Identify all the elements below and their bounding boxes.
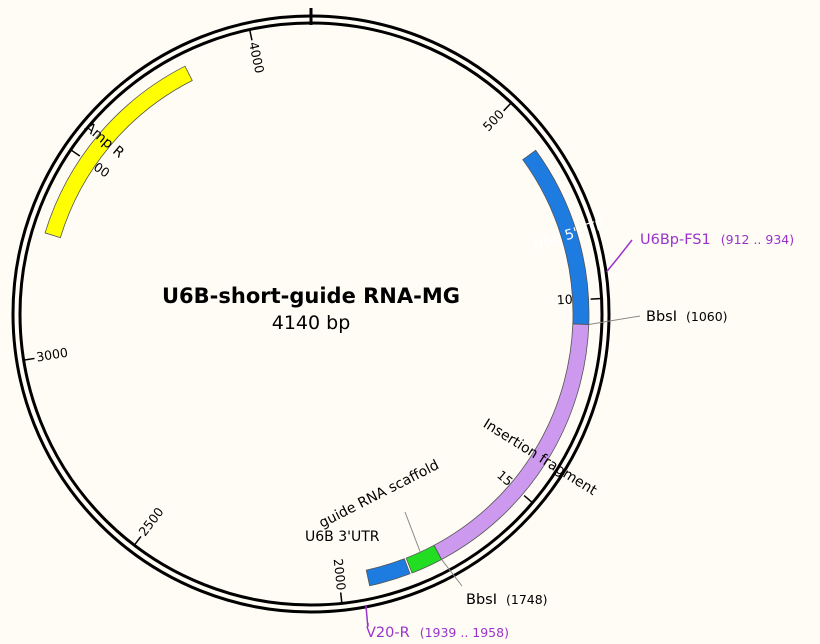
tick-label-4000: 4000 bbox=[246, 40, 267, 74]
primer-name: U6Bp-FS1 bbox=[640, 232, 711, 248]
tick-label-3000: 3000 bbox=[35, 345, 69, 365]
site-bbsi-1060[interactable]: BbsI (1060) bbox=[646, 309, 728, 325]
site-position: (1060) bbox=[686, 309, 728, 324]
primer-mark-u6bp-fs1 bbox=[606, 239, 633, 273]
feature-u6b-3utr[interactable] bbox=[365, 558, 411, 587]
primer-v20-r[interactable]: V20-R (1939 .. 1958) bbox=[366, 625, 509, 641]
tick-2000 bbox=[339, 592, 343, 604]
tick-2500 bbox=[133, 536, 142, 546]
leader-guide-rna-scaffold bbox=[404, 511, 421, 553]
tick-label-500: 500 bbox=[480, 106, 507, 134]
site-leader-bbsi-1748 bbox=[441, 559, 463, 587]
tick-3500 bbox=[70, 149, 81, 157]
primer-mark-v20-r bbox=[365, 604, 369, 627]
feature-label-insertion-fragment: Insertion fragment bbox=[480, 416, 600, 499]
site-leader-bbsi-1060 bbox=[588, 315, 641, 326]
feature-label-guide-rna-scaffold: guide RNA scaffold bbox=[317, 457, 442, 531]
tick-label-2000: 2000 bbox=[331, 558, 349, 591]
tick-label-2500: 2500 bbox=[135, 504, 166, 538]
tick-1500 bbox=[523, 495, 533, 504]
feature-amp-r[interactable] bbox=[44, 65, 193, 239]
site-position: (1748) bbox=[506, 592, 548, 607]
site-name: BbsI bbox=[646, 309, 677, 325]
feature-label-u6b-3utr: U6B 3'UTR bbox=[305, 529, 380, 545]
site-name: BbsI bbox=[466, 592, 497, 608]
tick-4000 bbox=[248, 29, 253, 41]
primer-range: (1939 .. 1958) bbox=[420, 625, 509, 640]
site-bbsi-1748[interactable]: BbsI (1748) bbox=[466, 592, 548, 608]
map-title: U6B-short-guide RNA-MG bbox=[162, 284, 460, 308]
tick-1000 bbox=[590, 297, 602, 300]
feature-guide-rna-scaffold[interactable] bbox=[405, 544, 443, 574]
primer-u6bp-fs1[interactable]: U6Bp-FS1 (912 .. 934) bbox=[640, 232, 794, 248]
map-size: 4140 bp bbox=[272, 312, 351, 334]
primer-range: (912 .. 934) bbox=[721, 232, 794, 247]
tick-3000 bbox=[23, 357, 35, 361]
tick-500 bbox=[503, 102, 512, 112]
primer-name: V20-R bbox=[366, 625, 410, 641]
